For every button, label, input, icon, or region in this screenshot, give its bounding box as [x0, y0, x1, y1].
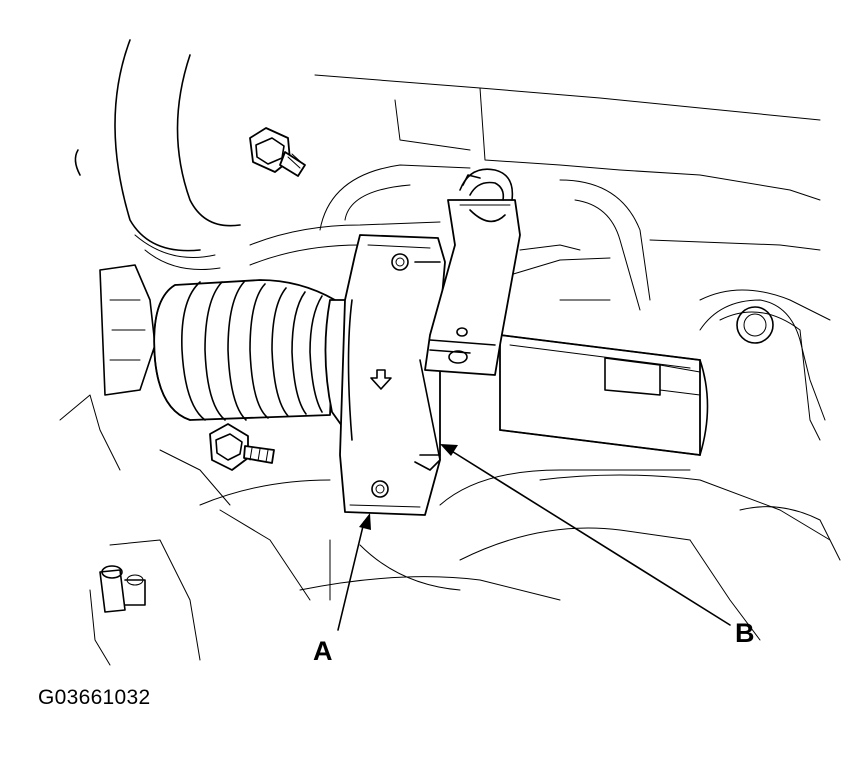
- leader-lines: [337, 444, 731, 631]
- bolt-lower: [209, 423, 275, 471]
- callout-label-a: A: [313, 636, 333, 666]
- cv-joint-boot: [153, 279, 336, 421]
- leader-line-b: [449, 449, 731, 626]
- bearing-support-bracket: [324, 168, 521, 516]
- figure-code: G03661032: [38, 686, 151, 709]
- callout-label-b: B: [735, 618, 755, 648]
- leader-line-a: [337, 521, 365, 631]
- drive-shaft: [499, 334, 709, 456]
- bolt-upper: [249, 127, 306, 177]
